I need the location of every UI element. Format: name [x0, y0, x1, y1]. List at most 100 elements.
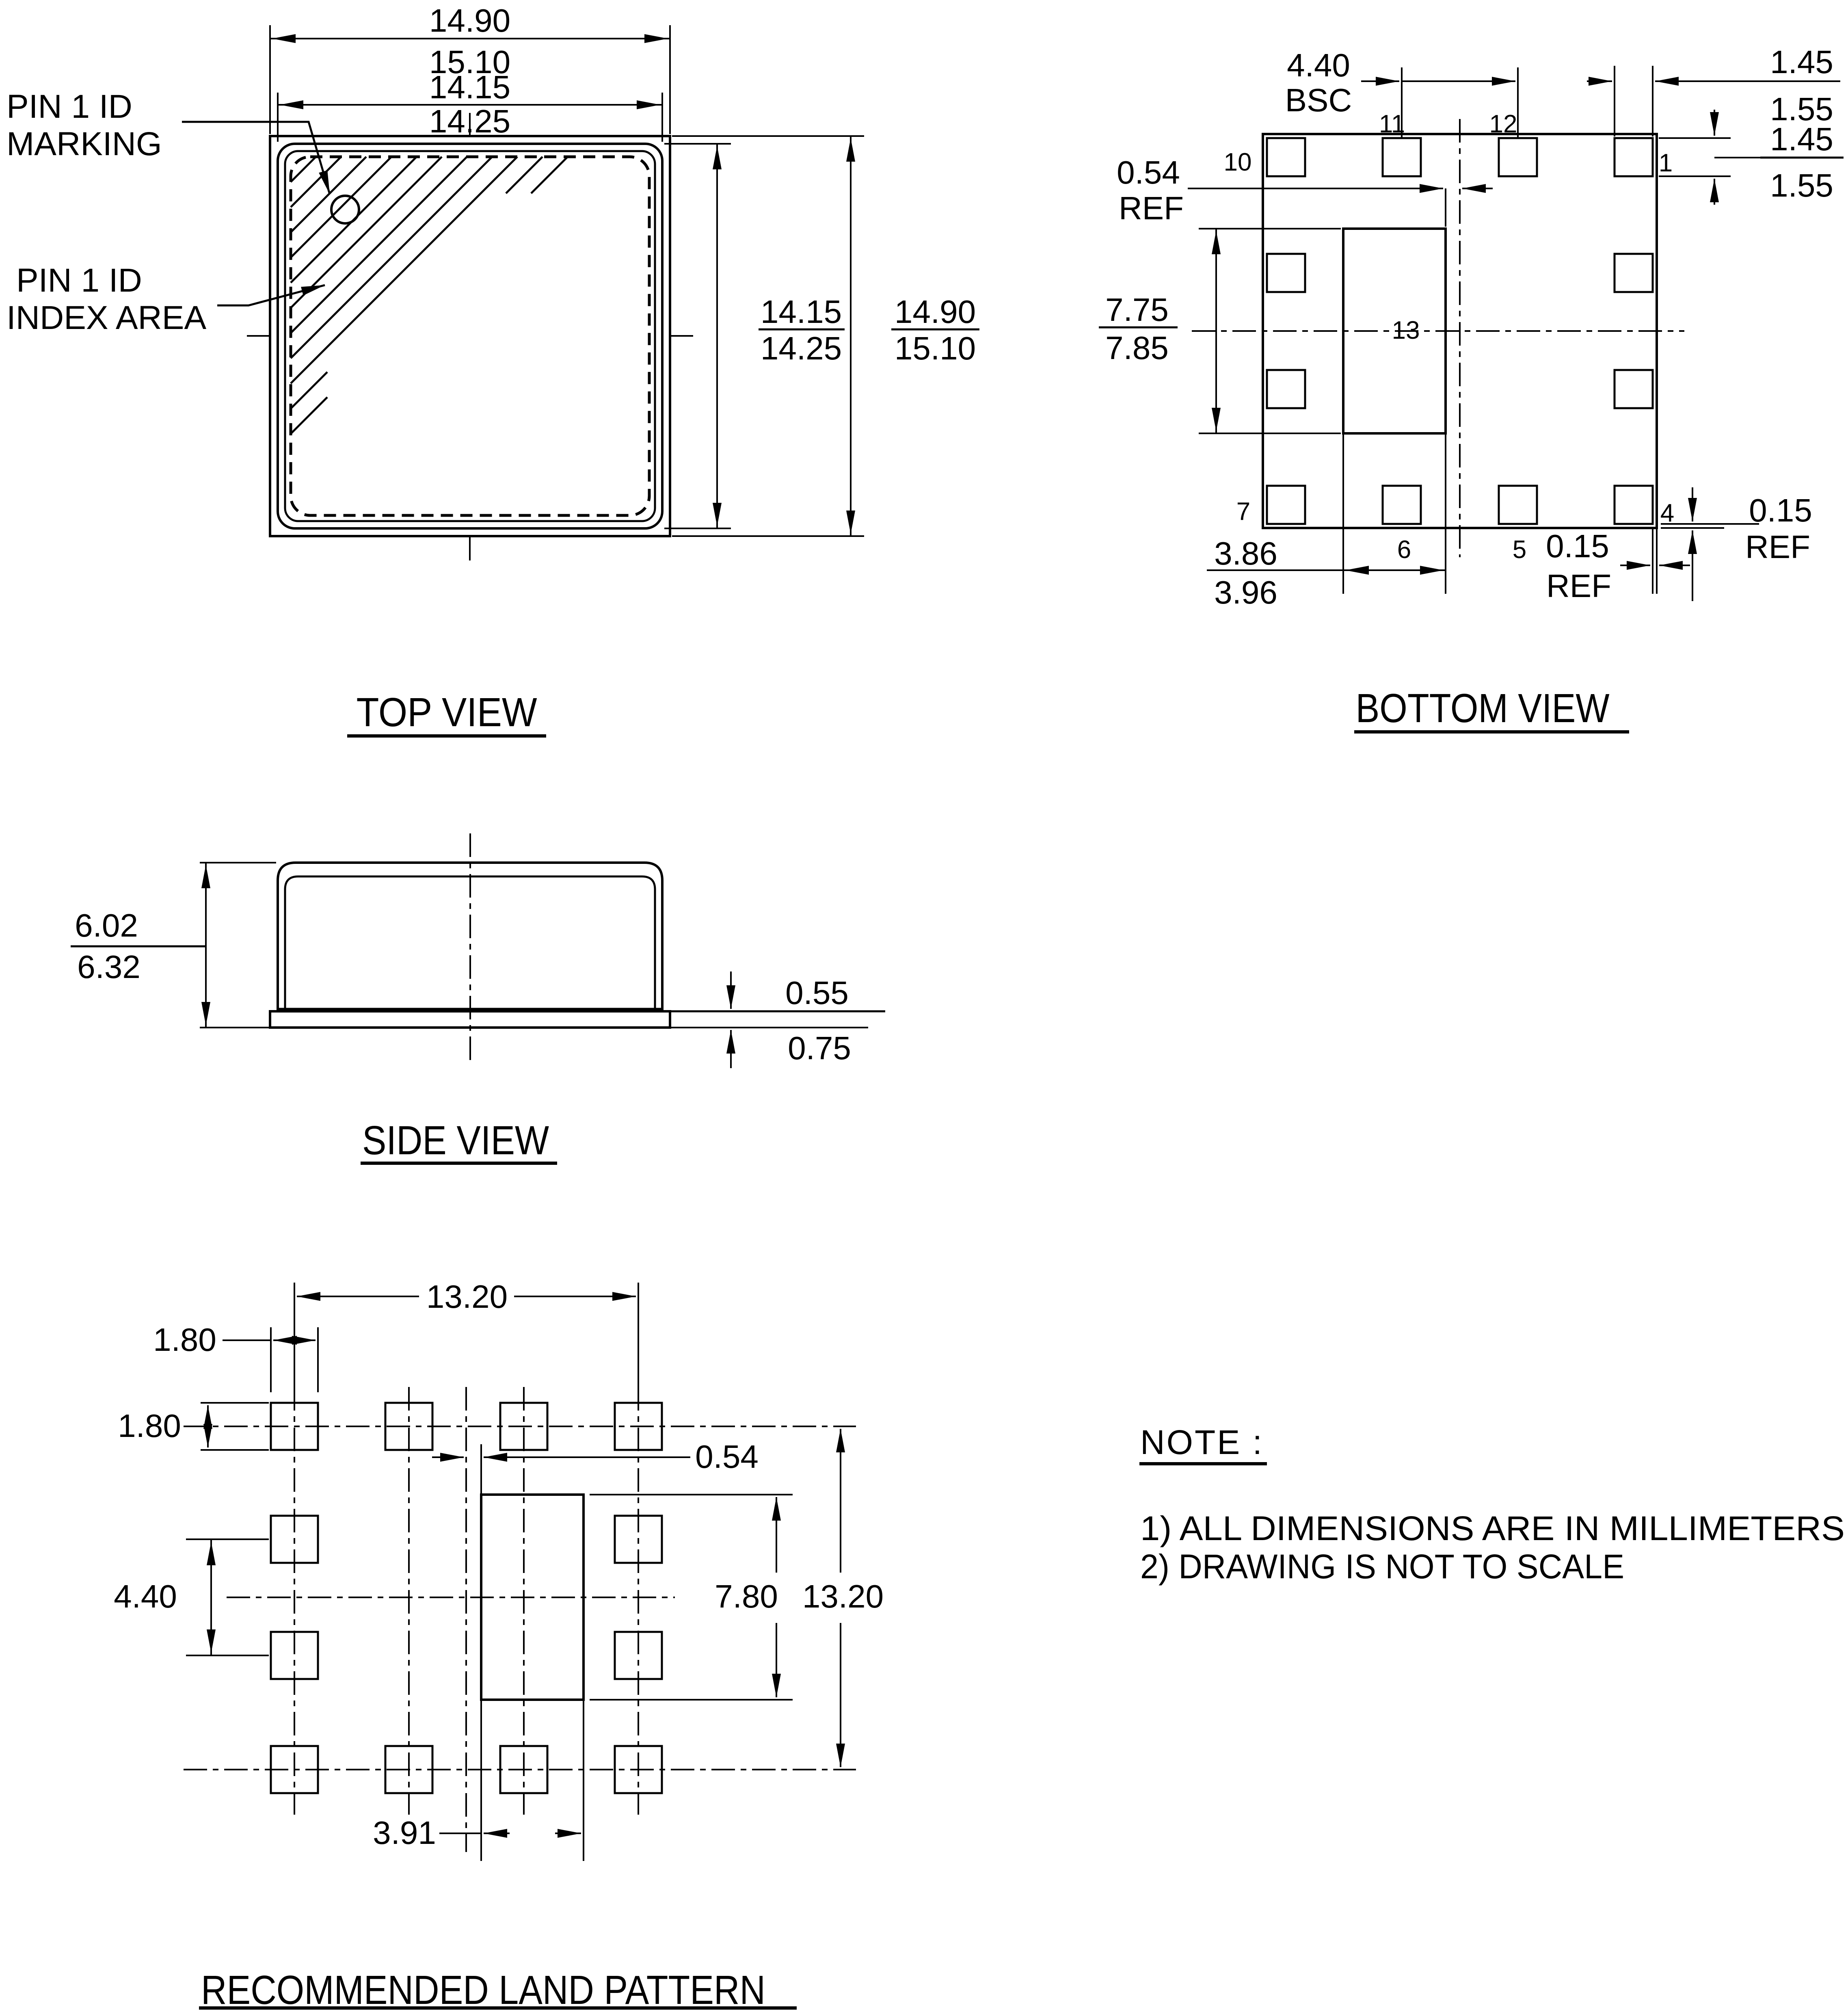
pad — [1381, 137, 1422, 177]
callout-text: INDEX AREA — [6, 299, 206, 336]
notes: NOTE : 1) ALL DIMENSIONS ARE IN MILLIMET… — [1139, 1423, 1845, 1586]
note-item: 2) DRAWING IS NOT TO SCALE — [1140, 1547, 1624, 1586]
dim-label: REF — [1546, 568, 1611, 604]
callout-text: PIN 1 ID — [16, 262, 142, 299]
note-item: 1) ALL DIMENSIONS ARE IN MILLIMETERS — [1140, 1509, 1845, 1547]
pin-numbers: 10 11 12 1 7 6 5 4 13 — [1224, 110, 1675, 564]
dim-label: 3.91 — [373, 1815, 436, 1851]
pin1-marking-callout: PIN 1 ID MARKING — [6, 88, 331, 195]
dim-label: 14.15 — [429, 69, 510, 105]
land-pattern: 13.20 1.80 1.80 4.40 — [114, 1279, 884, 2010]
dim-pad13-height: 7.75 7.85 — [1099, 228, 1341, 434]
pad — [1613, 485, 1654, 525]
dim-label: 14.25 — [429, 103, 510, 139]
side-view-title: SIDE VIEW — [362, 1118, 549, 1163]
dim-label: 7.80 — [715, 1578, 778, 1614]
dim-label: 13.20 — [426, 1279, 508, 1315]
pin-number: 12 — [1489, 110, 1517, 138]
pin-number: 4 — [1660, 499, 1674, 527]
dim-pad13-width: 3.86 3.96 — [1207, 435, 1446, 610]
dim-pad-height: 1.45 1.55 — [1659, 110, 1844, 205]
dim-total-height: 6.02 6.32 — [71, 862, 276, 1028]
pin-number: 1 — [1659, 149, 1673, 177]
package-base-outline — [269, 135, 671, 537]
dim-label: 7.85 — [1105, 330, 1169, 366]
dim-label: 1.55 — [1770, 91, 1833, 127]
dim-edge-offset-horizontal: 0.15 REF — [1546, 528, 1690, 604]
package-lid-inner-line — [284, 150, 656, 522]
pin-number: 5 — [1513, 536, 1526, 564]
dim-label: 6.32 — [77, 949, 140, 985]
dim-label: 0.55 — [785, 975, 849, 1011]
dim-label: 1.55 — [1770, 167, 1833, 203]
pin1-index-hatch — [290, 156, 568, 435]
top-view-title: TOP VIEW — [357, 690, 538, 735]
dim-label: 0.15 — [1546, 528, 1609, 564]
land-pattern-title: RECOMMENDED LAND PATTERN — [201, 1967, 765, 2010]
dim-label: 14.90 — [429, 2, 510, 39]
pad — [1613, 137, 1654, 177]
pin-number: 13 — [1392, 316, 1420, 344]
bottom-view: 4.40 BSC 1.45 1.55 1.45 1.55 — [1099, 44, 1844, 733]
pad — [1613, 369, 1654, 409]
pad — [1266, 369, 1306, 409]
dim-outer-width: 14.90 15.10 — [269, 2, 671, 134]
centerlines — [184, 1387, 856, 1852]
dim-label: 7.75 — [1105, 292, 1169, 328]
dim-label: BSC — [1285, 82, 1352, 118]
dim-pad-height: 1.80 — [118, 1402, 269, 1451]
pad — [1266, 253, 1306, 293]
dim-span-vertical: 13.20 — [802, 1429, 884, 1767]
pin1-id-marking-circle — [330, 195, 360, 225]
notes-heading: NOTE : — [1140, 1423, 1262, 1461]
dim-label: 15.10 — [895, 330, 976, 366]
dim-label: 14.90 — [895, 294, 976, 330]
dim-base-thickness: 0.55 0.75 — [671, 971, 885, 1068]
dim-label: 1.45 — [1770, 44, 1833, 80]
dim-label: 0.54 — [1117, 154, 1180, 190]
dim-label: 1.80 — [153, 1322, 216, 1358]
dim-label: 15.10 — [429, 44, 510, 80]
dim-label: 4.40 — [114, 1578, 177, 1614]
dim-label: REF — [1119, 190, 1184, 226]
dim-vertical-pitch: 4.40 — [114, 1538, 269, 1656]
pin-number: 11 — [1379, 110, 1405, 138]
dim-label: 1.45 — [1770, 121, 1833, 157]
dim-label: 13.20 — [802, 1578, 884, 1614]
pad — [1266, 485, 1306, 525]
pad — [1266, 137, 1306, 177]
dim-lid-height: 14.15 14.25 — [664, 143, 845, 529]
dim-label: 3.86 — [1214, 535, 1277, 571]
dim-label: 0.54 — [695, 1439, 759, 1475]
callout-text: MARKING — [6, 125, 162, 162]
callout-text: PIN 1 ID — [6, 88, 132, 125]
pin-number: 6 — [1397, 536, 1411, 564]
dim-edge-offset-vertical: 0.15 REF — [1661, 487, 1812, 601]
pin-number: 10 — [1224, 148, 1252, 176]
dim-label: REF — [1745, 529, 1810, 565]
lid-dashed-outline — [289, 155, 651, 517]
dim-pad-pitch: 4.40 BSC — [1285, 47, 1519, 139]
bottom-view-title: BOTTOM VIEW — [1356, 686, 1610, 731]
dim-label: 1.80 — [118, 1408, 181, 1444]
pad — [1498, 485, 1538, 525]
dim-label: 3.96 — [1214, 574, 1277, 610]
pad — [1381, 485, 1422, 525]
dim-label: 4.40 — [1287, 47, 1350, 83]
dim-center-pad-height: 7.80 — [590, 1494, 793, 1701]
dim-center-offset: 0.54 REF — [1117, 154, 1493, 227]
package-lid-outline — [277, 143, 664, 530]
side-view: 6.02 6.32 0.55 0.75 SIDE VIEW — [71, 833, 885, 1165]
dim-center-offset: 0.54 — [432, 1439, 759, 1496]
dim-span-horizontal: 13.20 — [294, 1279, 639, 1392]
dim-label: 0.15 — [1749, 492, 1812, 528]
top-view: 14.90 15.10 14.15 14.25 14.15 14.25 — [6, 2, 979, 738]
pin1-index-callout: PIN 1 ID INDEX AREA — [6, 262, 325, 336]
pin-number: 7 — [1236, 498, 1250, 526]
pad — [1613, 253, 1654, 293]
dim-pad-width: 1.45 1.55 — [1587, 44, 1840, 136]
dim-outer-height: 14.90 15.10 — [672, 135, 979, 537]
dim-label: 0.75 — [788, 1030, 851, 1066]
pad — [1498, 137, 1538, 177]
